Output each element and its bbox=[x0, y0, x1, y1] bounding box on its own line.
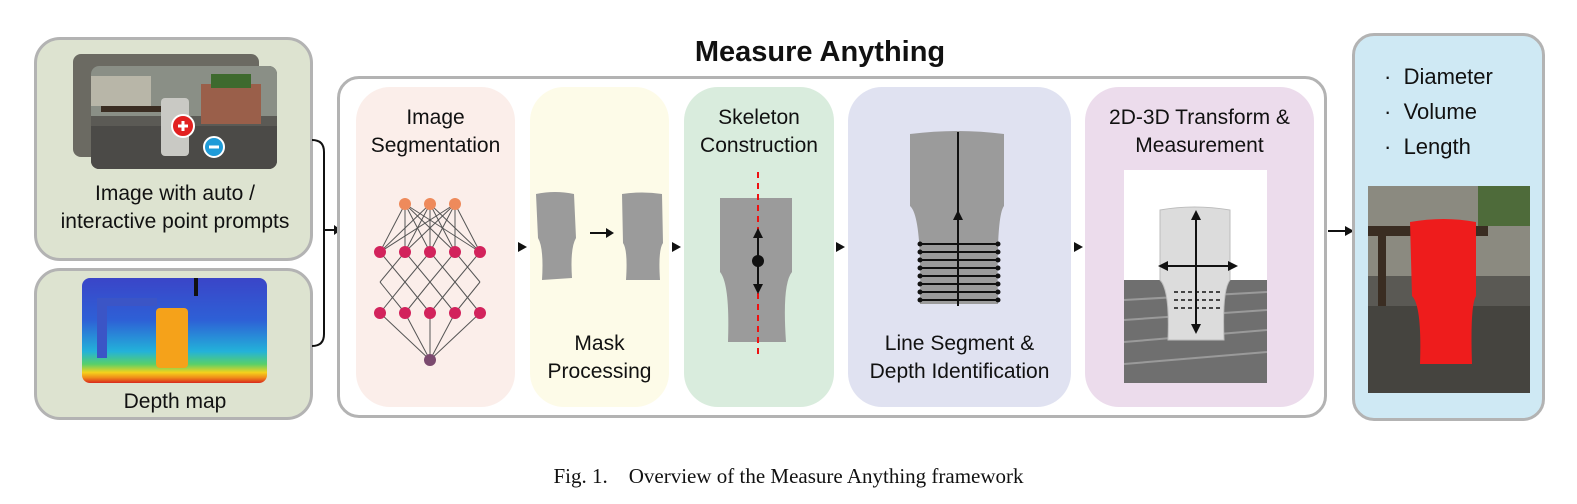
skeleton-label-1: Skeleton bbox=[718, 106, 800, 129]
output-result-image bbox=[1368, 186, 1530, 393]
positive-prompt-icon bbox=[171, 114, 195, 138]
line-segment-icon bbox=[910, 131, 1004, 306]
diagram-title: Measure Anything bbox=[694, 36, 946, 68]
output-length-text: Length bbox=[1403, 134, 1471, 159]
depth-map-image bbox=[82, 278, 267, 383]
line-segment-label-2: Depth Identification bbox=[869, 360, 1050, 383]
output-item-diameter: · Diameter bbox=[1384, 64, 1493, 89]
mask-label-2: Processing bbox=[547, 360, 652, 383]
mask-processing-icon bbox=[536, 192, 663, 280]
output-volume-text: Volume bbox=[1403, 99, 1477, 124]
skeleton-label-2: Construction bbox=[700, 134, 818, 157]
neural-network-icon bbox=[374, 198, 486, 366]
arrow-to-output bbox=[1328, 226, 1354, 236]
output-item-length: · Length bbox=[1384, 134, 1471, 159]
arrow-seg-to-mask bbox=[518, 242, 527, 252]
output-diameter-text: Diameter bbox=[1403, 64, 1493, 89]
image-input-label-2: interactive point prompts bbox=[60, 210, 290, 233]
depth-map-shapes bbox=[97, 278, 198, 368]
segmentation-label-2: Segmentation bbox=[370, 134, 501, 157]
segmentation-label-1: Image bbox=[406, 106, 465, 129]
figure-caption: Fig. 1. Overview of the Measure Anything… bbox=[553, 464, 1024, 488]
mask-label-1: Mask bbox=[574, 332, 625, 355]
arrow-line-to-transform bbox=[1074, 242, 1083, 252]
line-segment-label-1: Line Segment & bbox=[884, 332, 1035, 355]
transform-label-1: 2D-3D Transform & bbox=[1109, 106, 1290, 129]
arrow-mask-to-skeleton bbox=[672, 242, 681, 252]
transform-3d-image bbox=[1124, 170, 1267, 383]
arrow-skeleton-to-line bbox=[836, 242, 845, 252]
image-input-label-1: Image with auto / bbox=[95, 182, 255, 205]
output-item-volume: · Volume bbox=[1384, 99, 1477, 124]
depth-input-label: Depth map bbox=[123, 390, 227, 413]
output-scene bbox=[1368, 186, 1530, 393]
transform-label-2: Measurement bbox=[1135, 134, 1264, 157]
negative-prompt-icon bbox=[203, 136, 225, 158]
skeleton-icon bbox=[720, 172, 792, 358]
point-cloud-scene bbox=[1124, 206, 1267, 383]
